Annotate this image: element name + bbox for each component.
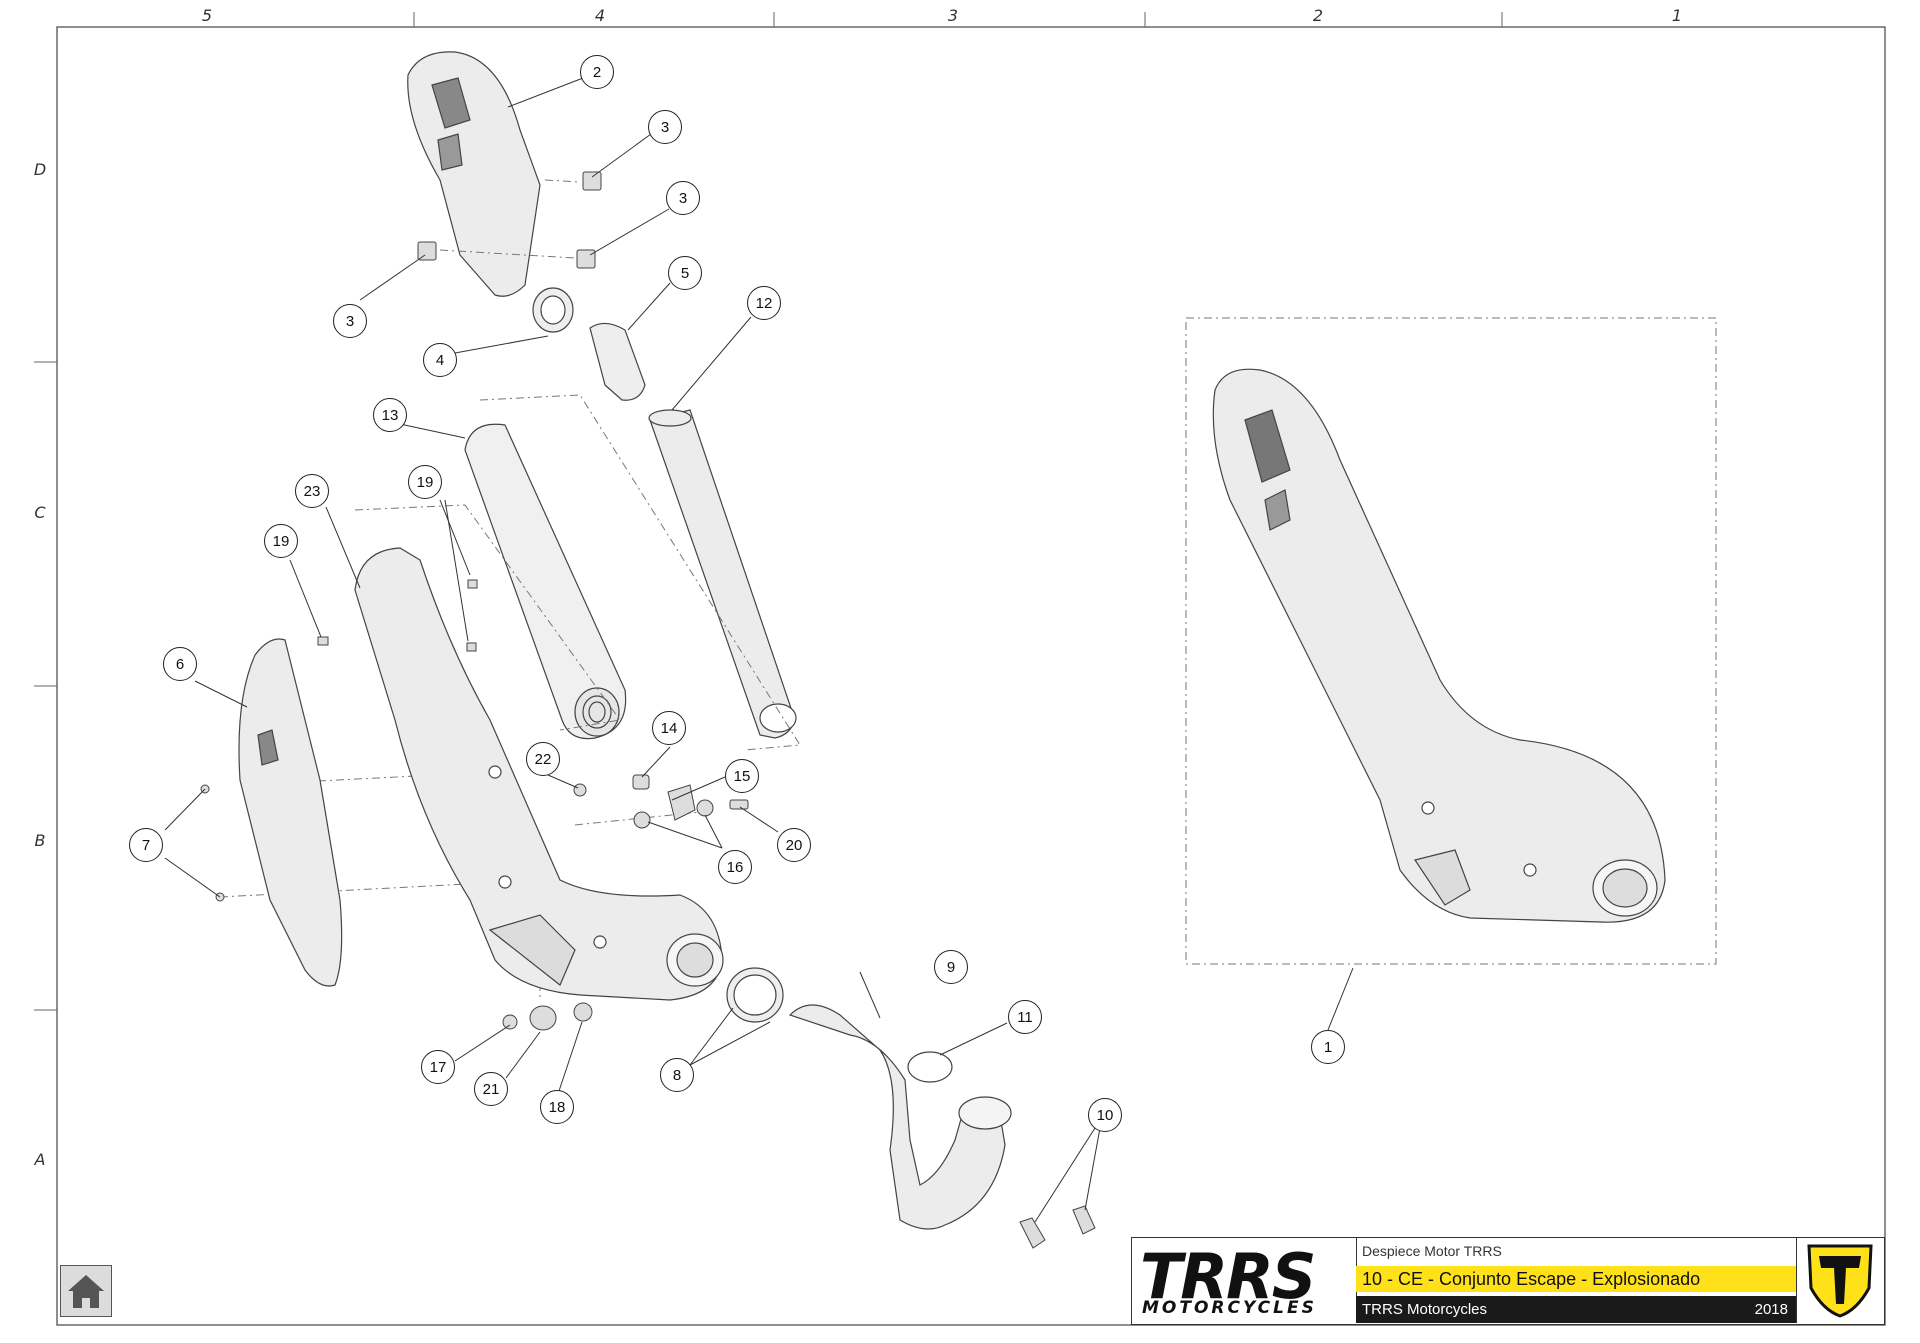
sheet-border xyxy=(56,26,1886,1326)
brand-logo: TRRS MOTORCYCLES xyxy=(1132,1238,1357,1323)
callout-18: 18 xyxy=(540,1090,574,1124)
zone-row-label: A xyxy=(34,1150,46,1169)
home-button[interactable] xyxy=(60,1265,112,1317)
drawing-title: 10 - CE - Conjunto Escape - Explosionado xyxy=(1356,1266,1796,1292)
callout-7: 7 xyxy=(129,828,163,862)
callout-5: 5 xyxy=(668,256,702,290)
assembly-detail-frame xyxy=(1185,317,1717,965)
end-cap-part xyxy=(407,51,541,297)
callout-6: 6 xyxy=(163,647,197,681)
callout-23: 23 xyxy=(295,474,329,508)
title-block-text-area: Despiece Motor TRRS 10 - CE - Conjunto E… xyxy=(1356,1238,1796,1323)
callout-10: 10 xyxy=(1088,1098,1122,1132)
callout-14: 14 xyxy=(652,711,686,745)
callout-16: 16 xyxy=(718,850,752,884)
callout-2: 2 xyxy=(580,55,614,89)
zone-row-label: D xyxy=(33,160,47,179)
hardware-parts xyxy=(200,579,749,1031)
side-cover-part xyxy=(238,638,343,987)
callout-3: 3 xyxy=(648,110,682,144)
callout-8: 8 xyxy=(660,1058,694,1092)
document-series: Despiece Motor TRRS xyxy=(1362,1243,1502,1259)
drawing-year: 2018 xyxy=(1754,1301,1788,1318)
callout-12: 12 xyxy=(747,286,781,320)
callout-15: 15 xyxy=(725,759,759,793)
zone-column-label: 1 xyxy=(1671,6,1683,25)
seal-ring-part xyxy=(907,1051,953,1083)
callout-21: 21 xyxy=(474,1072,508,1106)
brand-emblem xyxy=(1796,1238,1885,1323)
rings-parts xyxy=(532,287,646,401)
callout-3: 3 xyxy=(333,304,367,338)
callout-leaders xyxy=(164,77,1101,1223)
silencer-body-part xyxy=(354,547,724,1001)
inner-tube-part xyxy=(648,409,797,739)
zone-column-label: 4 xyxy=(594,6,606,25)
callout-22: 22 xyxy=(526,742,560,776)
title-block: TRRS MOTORCYCLES Despiece Motor TRRS 10 … xyxy=(1131,1237,1885,1325)
assembled-silencer xyxy=(1212,368,1666,923)
trrs-emblem-icon xyxy=(1807,1244,1873,1318)
bolt-parts xyxy=(1019,1205,1096,1249)
callout-9: 9 xyxy=(934,950,968,984)
zone-row-label: C xyxy=(34,503,46,522)
header-pipe-part xyxy=(788,1004,1012,1230)
zone-column-label: 5 xyxy=(201,6,213,25)
leader-line xyxy=(1327,967,1354,1031)
zone-column-label: 3 xyxy=(947,6,959,25)
callout-17: 17 xyxy=(421,1050,455,1084)
zone-row-label: B xyxy=(34,831,46,850)
company-name: TRRS Motorcycles xyxy=(1356,1296,1796,1323)
home-icon xyxy=(68,1275,104,1308)
callout-19: 19 xyxy=(264,524,298,558)
logo-sub-text: MOTORCYCLES xyxy=(1142,1298,1317,1318)
callout-13: 13 xyxy=(373,398,407,432)
zone-column-label: 2 xyxy=(1312,6,1324,25)
callout-4: 4 xyxy=(423,343,457,377)
zone-ticks xyxy=(34,12,1503,1011)
callout-20: 20 xyxy=(777,828,811,862)
logo-main-text: TRRS xyxy=(1140,1240,1316,1313)
packing-part xyxy=(464,423,627,740)
callout-3: 3 xyxy=(666,181,700,215)
callout-11: 11 xyxy=(1008,1000,1042,1034)
gasket-parts xyxy=(726,967,784,1023)
callout-19: 19 xyxy=(408,465,442,499)
callout-1: 1 xyxy=(1311,1030,1345,1064)
